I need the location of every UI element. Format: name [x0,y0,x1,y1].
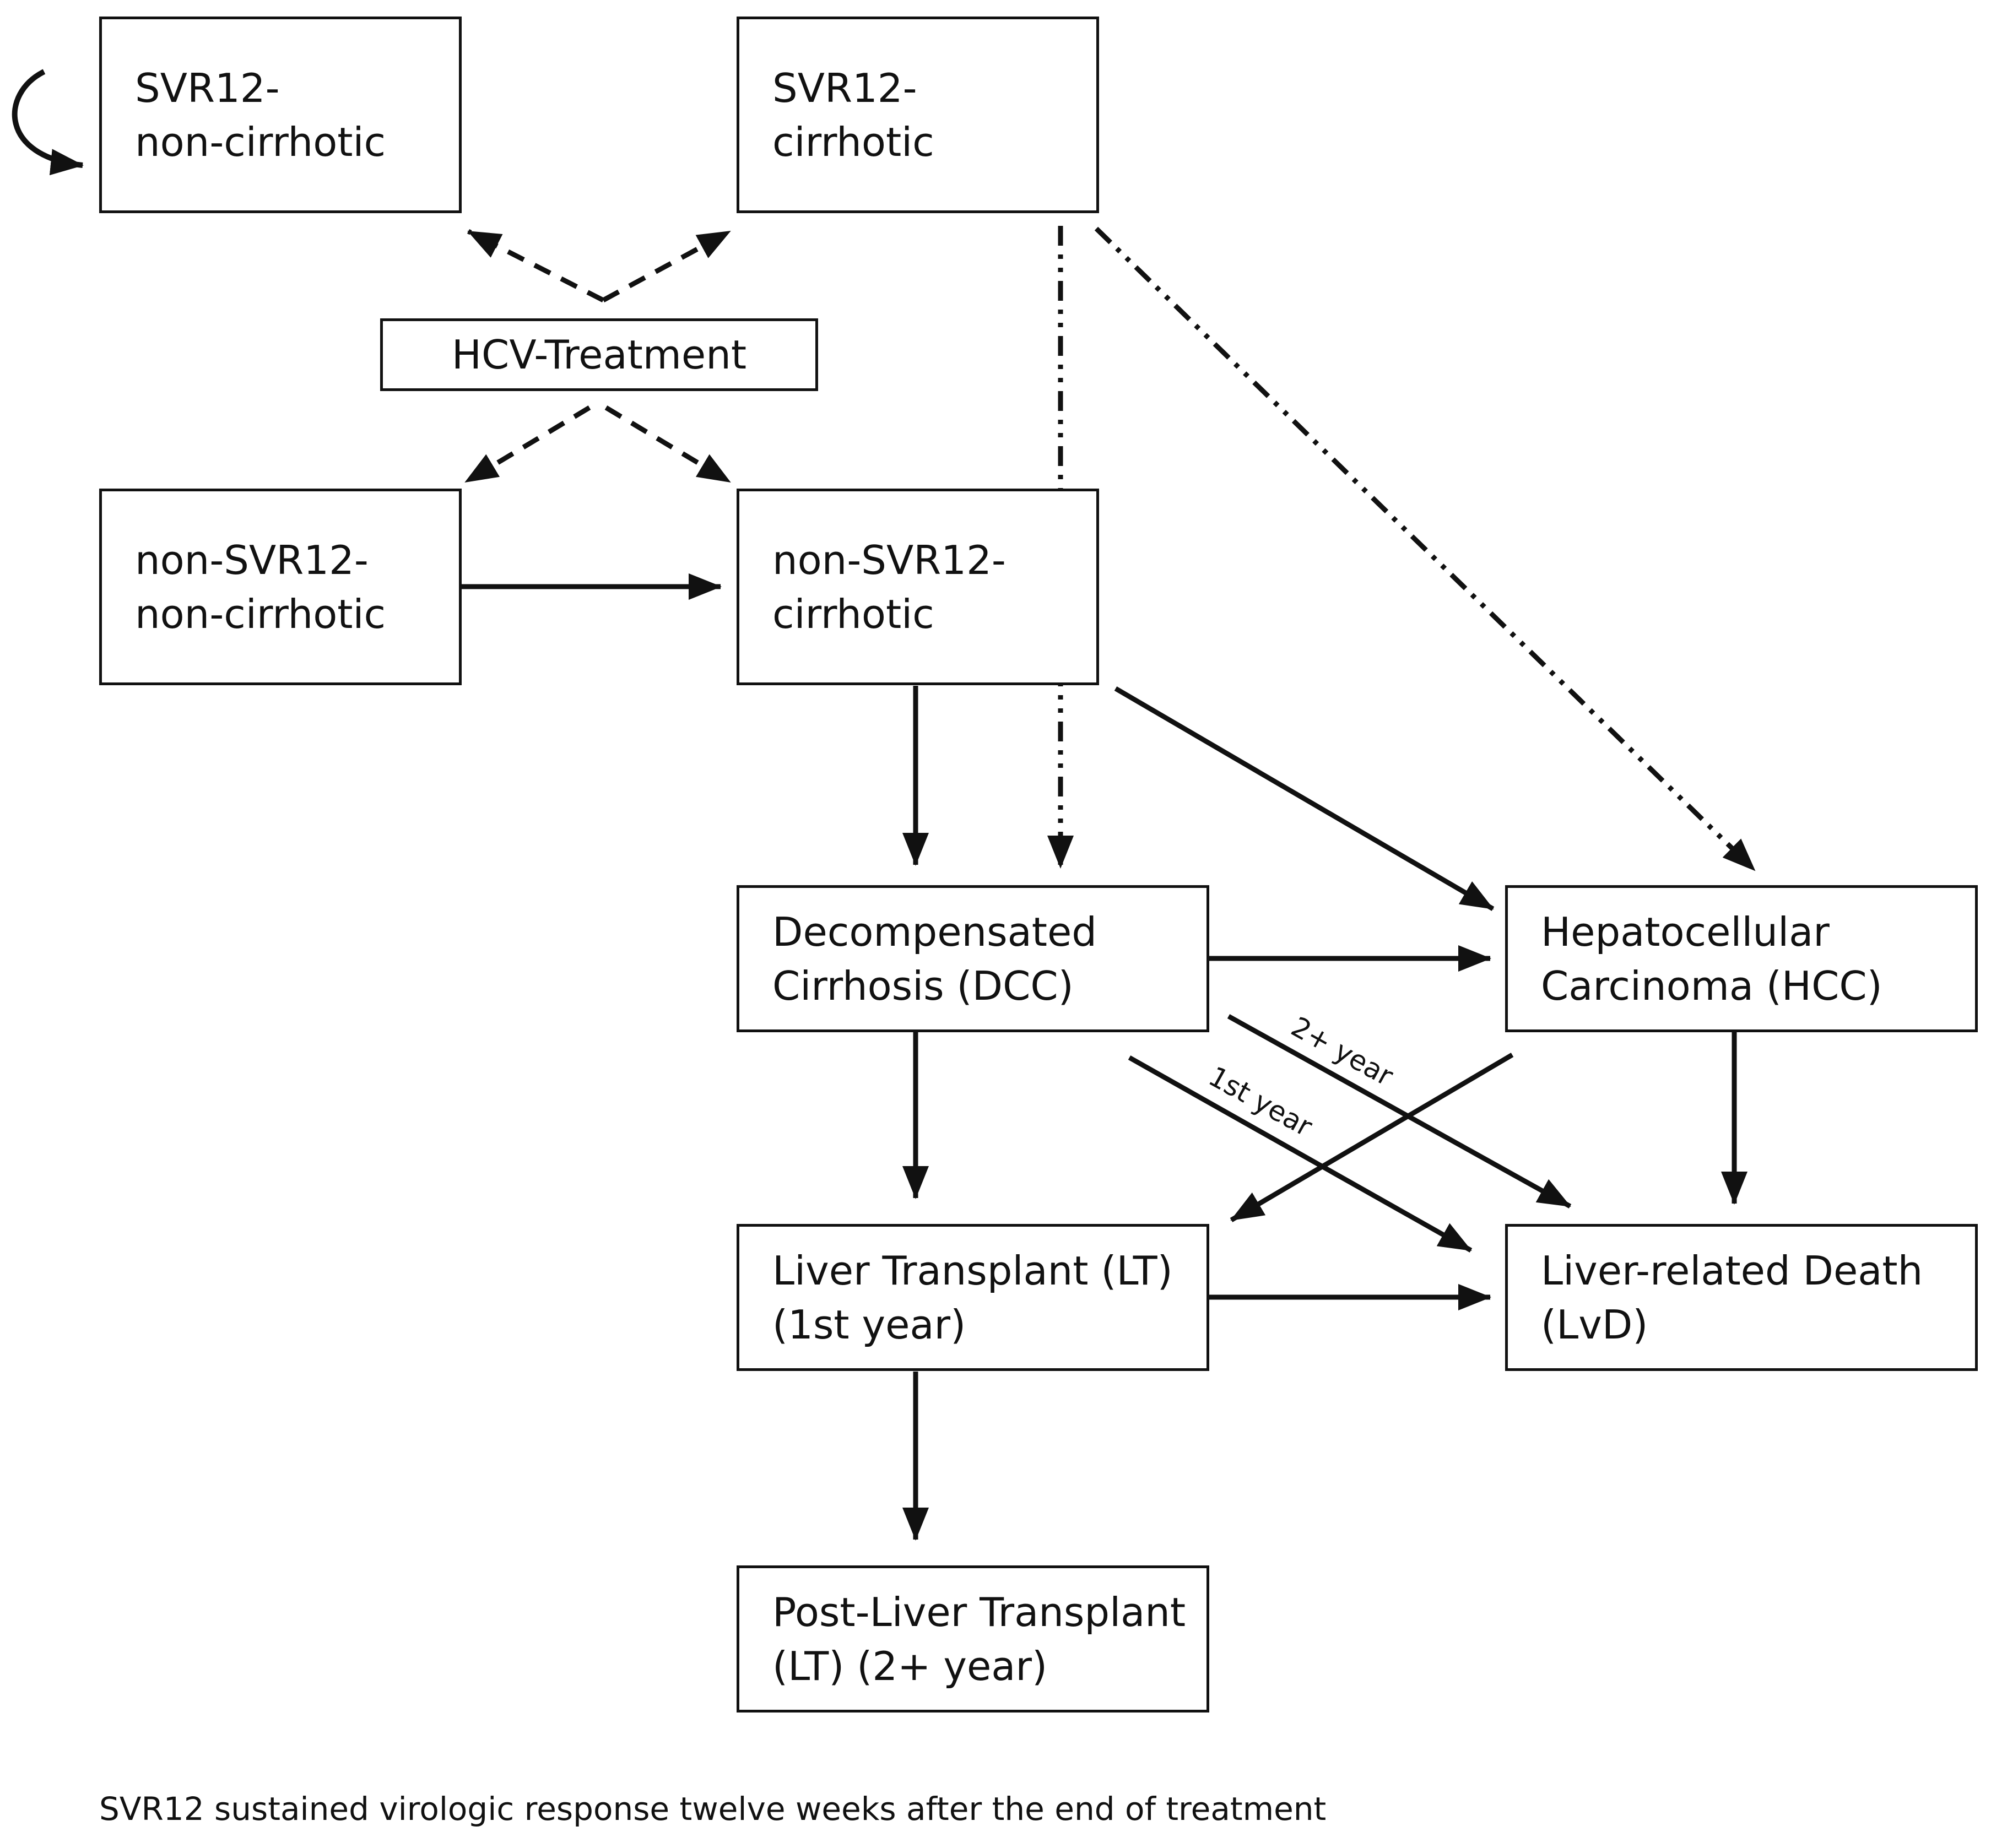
dcc-to-lvd-2plus-year-arrow [1227,1014,1572,1208]
node-label-line-1: SVR12- [772,64,917,111]
node-label-line-1: SVR12- [135,64,280,111]
node-label-line-2: Carcinoma (HCC) [1541,962,1882,1009]
node-label-line-1: Decompensated [772,908,1097,955]
footnote: SVR12 sustained virologic response twelv… [99,1790,1327,1828]
node-label-line-1: HCV-Treatment [451,332,747,378]
node-nonsvr12-noncirrhotic: non-SVR12- non-cirrhotic [99,489,462,685]
treatment-to-nonsvr12-noncirrhotic-arrow [464,405,591,484]
node-hcc: Hepatocellular Carcinoma (HCC) [1505,885,1978,1032]
treatment-to-svr12-cirrhotic-arrow [602,229,732,302]
node-label-line-2: (1st year) [772,1301,966,1348]
node-label-line-2: (LvD) [1541,1301,1648,1348]
node-label-line-1: Post-Liver Transplant [772,1589,1186,1635]
node-label-line-1: non-SVR12- [135,536,369,583]
node-svr12-noncirrhotic: SVR12- non-cirrhotic [99,17,462,213]
node-liver-transplant: Liver Transplant (LT) (1st year) [737,1224,1209,1371]
dcc-to-lvd-1st-year-arrow [1128,1055,1473,1253]
node-label-line-2: non-cirrhotic [135,590,386,637]
node-label-line-2: cirrhotic [772,118,934,165]
node-post-liver-transplant: Post-Liver Transplant (LT) (2+ year) [737,1565,1209,1712]
node-hcv-treatment: HCV-Treatment [380,318,818,391]
treatment-to-svr12-noncirrhotic-arrow [467,229,605,303]
hcc-to-lt-arrow [1230,1053,1514,1222]
node-label-line-1: non-SVR12- [772,536,1006,583]
treatment-to-nonsvr12-cirrhotic-arrow [604,405,732,484]
node-label-line-1: Liver-related Death [1541,1247,1923,1294]
node-label-line-2: non-cirrhotic [135,118,386,165]
node-dcc: Decompensated Cirrhosis (DCC) [737,885,1209,1032]
node-label-line-2: Cirrhosis (DCC) [772,962,1074,1009]
node-nonsvr12-cirrhotic: non-SVR12- cirrhotic [737,489,1099,685]
node-liver-related-death: Liver-related Death (LvD) [1505,1224,1978,1371]
node-label-line-2: (LT) (2+ year) [772,1643,1048,1689]
node-label-line-1: Liver Transplant (LT) [772,1247,1173,1294]
node-label-line-2: cirrhotic [772,590,934,637]
self-loop-arrow [12,69,84,176]
node-svr12-cirrhotic: SVR12- cirrhotic [737,17,1099,213]
svr12-cirrhotic-to-hcc-arrow [1094,226,1757,872]
cirrhotic-to-hcc-arrow [1114,686,1495,911]
node-label-line-1: Hepatocellular [1541,908,1830,955]
